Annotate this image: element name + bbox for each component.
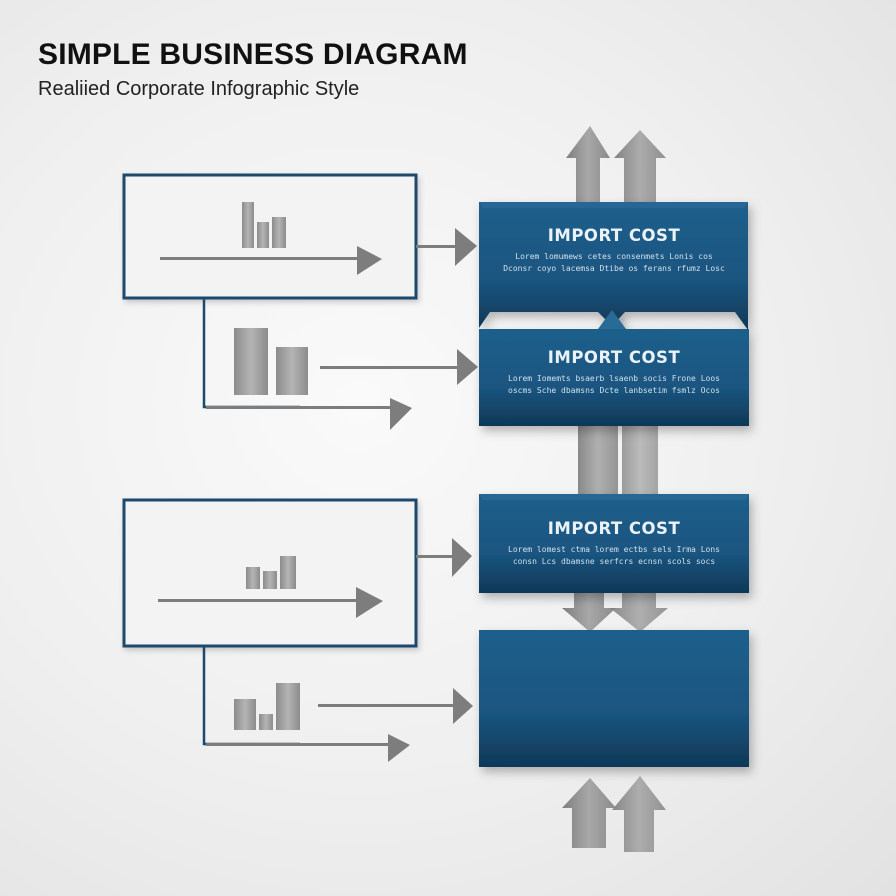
arrow-up-icon	[612, 776, 666, 852]
card-4-shape	[479, 630, 749, 767]
flow-frame	[122, 173, 418, 300]
vertical-connector	[622, 425, 658, 495]
card-text-line: Dconsr coyo lacemsa Dtibe os ferans rfum…	[503, 264, 725, 273]
arrow-right-icon	[416, 228, 477, 266]
bar-chart-icon	[234, 683, 300, 730]
page-subtitle: Realiied Corporate Infographic Style	[38, 78, 360, 100]
arrow-right-icon	[160, 246, 382, 275]
vertical-flow-arrows	[562, 126, 668, 852]
card-text-line: Lorem lomest ctma lorem ectbs sels Irma …	[508, 545, 720, 554]
arrow-right-icon	[158, 587, 383, 618]
flow-frame-group-bottom	[122, 498, 473, 762]
arrow-right-icon	[206, 734, 410, 762]
card-text-line: consn Lcs dbamsne serfcrs ecnsn scols so…	[512, 557, 716, 566]
arrow-up-icon	[566, 126, 610, 205]
card-2-shape	[479, 310, 749, 426]
arrow-right-icon	[416, 538, 472, 577]
card-title: IMPORT COST	[547, 226, 681, 245]
card-title: IMPORT COST	[547, 519, 681, 538]
card-1-shape	[479, 202, 748, 330]
card-import-cost-1: IMPORT COST Lorem lomumews cetes consenm…	[479, 226, 749, 275]
card-text-line: oscms Sche dbamsns Dcte lanbsetim fsmlz …	[508, 386, 720, 395]
flow-frame-group-top	[122, 173, 478, 430]
card-import-cost-3: IMPORT COST Lorem lomest ctma lorem ectb…	[479, 519, 749, 568]
arrow-down-icon	[562, 592, 616, 632]
arrow-right-icon	[206, 398, 412, 430]
arrow-up-icon	[562, 778, 616, 848]
vertical-connector	[578, 425, 618, 495]
card-text-line: Lorem lomumews cetes consenmets Lonis co…	[515, 252, 713, 261]
arrow-right-icon	[318, 688, 473, 724]
arrow-right-icon	[320, 349, 478, 385]
bar-chart-icon	[234, 328, 308, 395]
bar-chart-icon	[242, 202, 286, 248]
page-title: SIMPLE BUSINESS DIAGRAM	[38, 38, 468, 71]
arrow-down-icon	[610, 592, 668, 632]
card-import-cost-2: IMPORT COST Lorem Iomemts bsaerb lsaenb …	[479, 348, 749, 397]
card-3-shape	[479, 494, 749, 593]
card-title: IMPORT COST	[547, 348, 681, 367]
card-text-line: Lorem Iomemts bsaerb lsaenb socis Frone …	[508, 374, 720, 383]
bar-chart-icon	[246, 556, 296, 589]
arrow-up-icon	[614, 130, 666, 205]
